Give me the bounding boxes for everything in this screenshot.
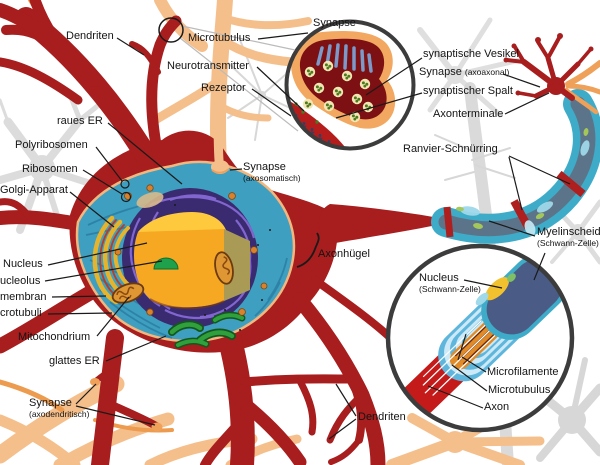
label-dendriten-top: Dendriten <box>66 30 114 42</box>
label-rezeptor: Rezeptor <box>201 82 246 94</box>
label-nucleolus: ucleolus <box>0 275 41 287</box>
polyribosome-marker <box>120 179 130 189</box>
label-nucleus-schwann: Nucleus(Schwann-Zelle) <box>419 272 481 294</box>
label-golgi-apparat: Golgi-Apparat <box>0 184 68 196</box>
label-axonhuegel: Axonhügel <box>318 248 370 260</box>
label-polyribosomen: Polyribosomen <box>15 139 88 151</box>
label-ranvier-schnuerring: Ranvier-Schnürring <box>403 143 498 155</box>
label-nucleus: Nucleus <box>3 258 43 270</box>
label-synapse-axodendritisch: Synapse(axodendritisch) <box>29 397 89 419</box>
label-synapse-axoaxonal: Synapse (axoaxonal) <box>419 66 509 79</box>
axon-hillock-brace <box>296 232 320 268</box>
axosomatic-synapse-knob <box>211 99 230 174</box>
axon-and-myelin <box>318 89 600 244</box>
ribosome-marker <box>120 191 132 203</box>
leader-lines <box>44 17 571 440</box>
label-ribosomen: Ribosomen <box>22 163 78 175</box>
label-synapse-axosomatisch: Synapse(axosomatisch) <box>243 161 301 183</box>
label-membran: membran <box>0 291 47 303</box>
synapse-inset <box>284 19 416 151</box>
myelin-inset <box>385 243 575 433</box>
label-axon: Axon <box>484 401 510 413</box>
soma-organelles <box>75 160 296 349</box>
label-axonterminale: Axonterminale <box>433 108 504 120</box>
label-microtubuli: crotubuli <box>0 307 42 319</box>
label-text: Synapse <box>243 161 286 173</box>
label-synapse-inset-title: Synapse <box>313 17 356 29</box>
synapse-inset-ring <box>284 19 416 151</box>
label-raues-er: raues ER <box>57 115 103 127</box>
label-sub: (Schwann-Zelle) <box>419 283 481 294</box>
label-microtubulus-top: Microtubulus <box>188 32 251 44</box>
label-microtubulus-inset: Microtubulus <box>488 384 551 396</box>
label-sub: (Schwann-Zelle) <box>537 237 599 248</box>
label-synaptische-vesikel: synaptische Vesikel <box>423 48 519 60</box>
label-text: Synapse <box>419 66 462 78</box>
axoaxonal-neuron <box>503 33 600 115</box>
label-text: Nucleus <box>419 272 459 284</box>
label-sub: (axosomatisch) <box>243 172 301 183</box>
myelin-inset-ring <box>385 243 575 433</box>
label-sub: (axodendritisch) <box>29 408 90 419</box>
label-neurotransmitter: Neurotransmitter <box>167 60 249 72</box>
label-microfilamente: Microfilamente <box>487 366 559 378</box>
ranvier-node-2 <box>556 170 586 198</box>
label-dendriten-bottom: Dendriten <box>358 411 406 423</box>
magnifier-circle-marker <box>158 17 184 43</box>
label-glattes-er: glattes ER <box>49 355 100 367</box>
label-text: Synapse <box>29 397 72 409</box>
label-mitochondrium: Mitochondrium <box>18 331 91 343</box>
axodendritic-knob-1 <box>90 378 100 386</box>
label-text: Myelinscheide <box>537 226 600 238</box>
axodendritic-knob-2 <box>151 422 163 432</box>
label-synaptischer-spalt: synaptischer Spalt <box>423 85 513 97</box>
axon-hillock <box>318 204 456 244</box>
label-sub: (axoaxonal) <box>464 67 510 77</box>
label-myelinscheide: Myelinscheide(Schwann-Zelle) <box>537 226 600 248</box>
